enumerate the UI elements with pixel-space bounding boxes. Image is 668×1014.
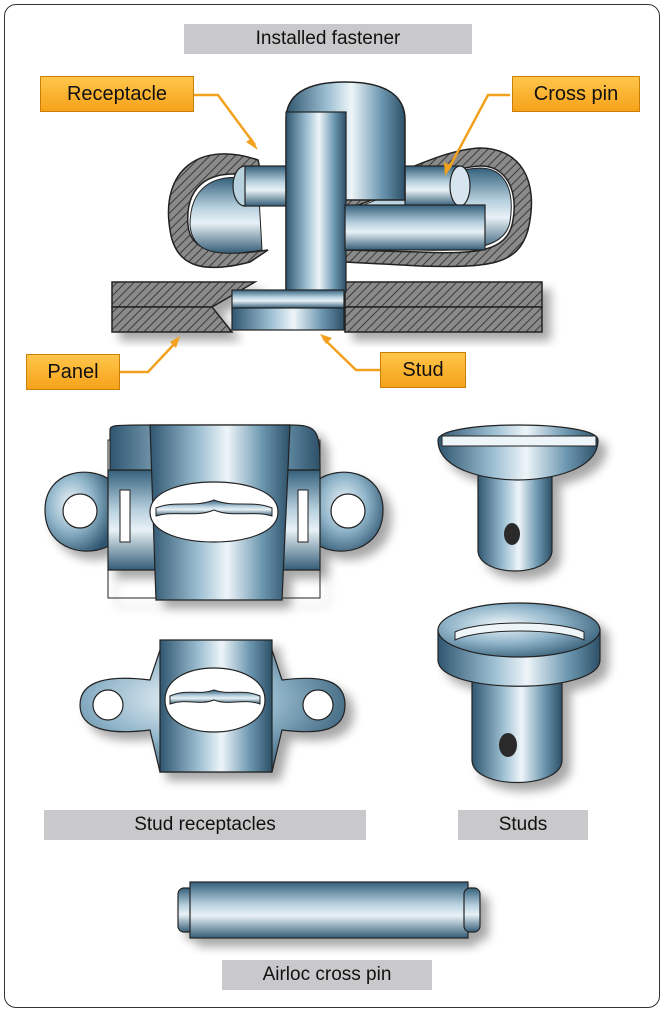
- stud-receptacle-large: [44, 424, 384, 601]
- airloc-cross-pin-drawing: [177, 881, 481, 939]
- caption-airloc-cross-pin: Airloc cross pin: [222, 960, 432, 990]
- stud-flat-head: [437, 602, 601, 783]
- callout-receptacle: Receptacle: [40, 76, 194, 112]
- stud-receptacle-small: [79, 639, 346, 773]
- caption-stud-receptacles: Stud receptacles: [44, 810, 366, 840]
- caption-installed-fastener: Installed fastener: [184, 24, 472, 54]
- caption-studs: Studs: [458, 810, 588, 840]
- callout-stud: Stud: [380, 352, 466, 388]
- callout-cross-pin: Cross pin: [512, 76, 640, 112]
- stud-slotted: [437, 424, 599, 572]
- installed-fastener-drawing: [111, 81, 543, 374]
- callout-panel: Panel: [26, 354, 120, 390]
